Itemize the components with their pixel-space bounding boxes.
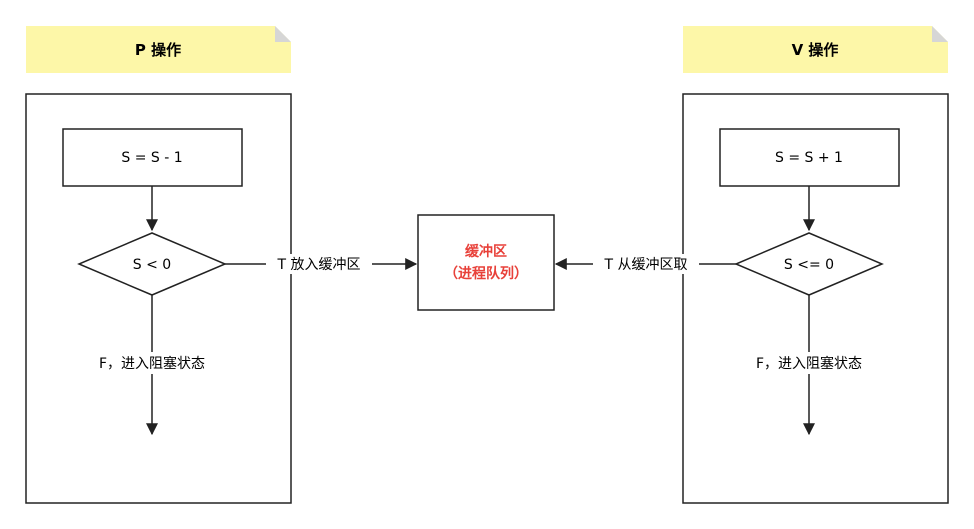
p-false-label: F，进入阻塞状态 (99, 355, 205, 372)
v-operation-container (682, 93, 949, 504)
v-condition-label: S <= 0 (784, 257, 834, 273)
p-operation-title: P 操作 (135, 41, 181, 59)
buffer-box (417, 214, 555, 311)
p-operation-note: P 操作 (26, 26, 291, 73)
v-true-label-bg (593, 254, 699, 274)
p-decrement-label: S = S - 1 (121, 150, 182, 166)
p-false-label-bg (84, 352, 220, 374)
p-true-label: T 放入缓冲区 (276, 257, 360, 273)
buffer-subtitle: （进程队列） (444, 265, 528, 282)
p-condition-label: S < 0 (133, 257, 171, 273)
v-increment-label: S = S + 1 (775, 150, 843, 166)
buffer-title: 缓冲区 (465, 243, 507, 260)
v-true-label: T 从缓冲区取 (603, 257, 687, 273)
v-false-label-bg (741, 352, 877, 374)
v-operation-note: V 操作 (683, 26, 948, 73)
p-true-label-bg (266, 254, 372, 274)
p-operation-container (25, 93, 292, 504)
v-operation-title: V 操作 (792, 41, 839, 59)
p-decrement-box (62, 128, 243, 187)
v-false-label: F，进入阻塞状态 (756, 355, 862, 372)
